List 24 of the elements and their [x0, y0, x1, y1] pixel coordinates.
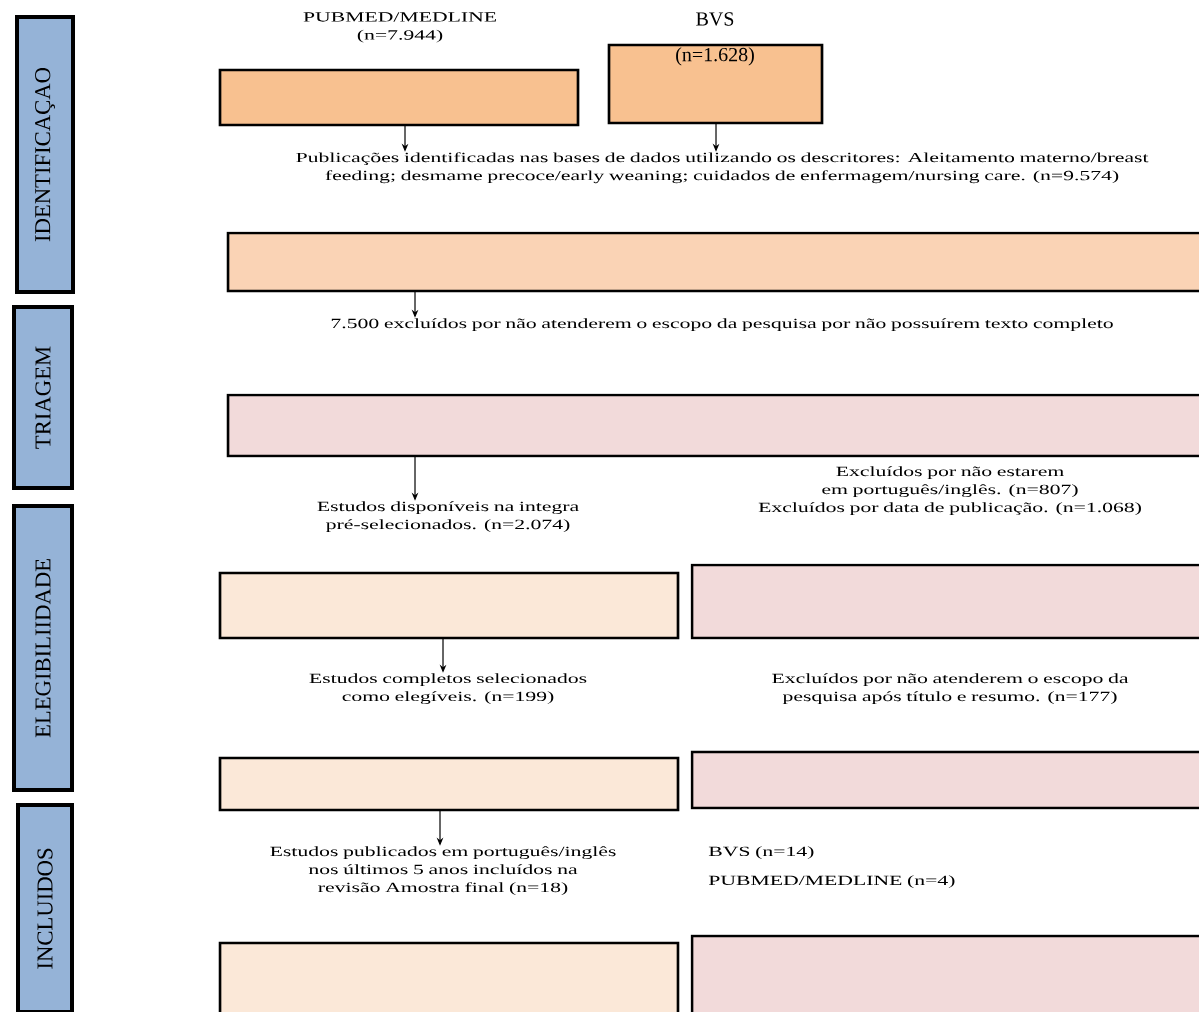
stage-band: ELEGIBILIIDADE — [12, 504, 74, 792]
flow-box — [226, 393, 1199, 458]
flow-box: PUBMED/MEDLINE (n=7.944) — [218, 12, 580, 127]
node-label: PUBMED/MEDLINE (n=7.944) — [303, 12, 496, 43]
flow-text: Estudos completos selecionados como elegíveis. (n=199) — [309, 673, 587, 704]
flow-box — [226, 231, 1199, 293]
stage-band: INCLUIDOS — [16, 803, 74, 1012]
node-label: BVS — [696, 12, 734, 26]
stage-band: TRIAGEM — [12, 305, 74, 490]
flow-box — [218, 941, 680, 1012]
flow-box: BVS (n=1.628) — [607, 12, 824, 125]
flow-text: BVS (n=14) PUBMED/MEDLINE (n=4) — [708, 846, 955, 888]
flow-box — [690, 750, 1199, 810]
flow-box — [690, 934, 1199, 1012]
flow-text: Excluídos por não atenderem o escopo da pesquisa após título e resumo. (n=177) — [772, 673, 1129, 704]
flow-box — [218, 571, 680, 640]
flow-box — [218, 756, 680, 812]
flow-text: Estudos publicados em português/inglês nos últimos 5 anos incluídos na revisão Amostra final (n=18) — [270, 846, 616, 895]
flow-text: Estudos disponíveis na integra pré-selecionados. (n=2.074) — [317, 501, 579, 532]
flow-text: 7.500 excluídos por não atenderem o escopo da pesquisa por não possuírem texto completo — [331, 318, 1113, 331]
flow-text: Publicações identificadas nas bases de dados utilizando os descritores: Aleitamento materno/breast feeding; desmame precoce/early weaning; cuidados de enfermagem/nursing care. (n=9.574) — [296, 152, 1149, 184]
stage-band: IDENTIFICAÇAO — [15, 15, 75, 294]
flow-box — [690, 563, 1199, 640]
flow-text: Excluídos por não estarem em português/inglês. (n=807) Excluídos por data de publicação. (n=1.068) — [758, 466, 1141, 515]
